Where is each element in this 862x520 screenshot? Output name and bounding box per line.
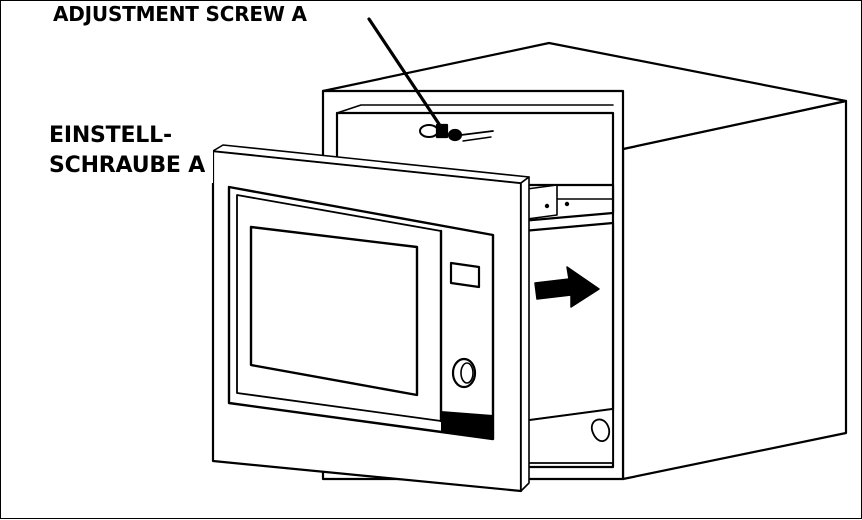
einstellschraube-label: EINSTELL- SCHRAUBE A	[49, 121, 214, 183]
base-foot	[590, 418, 611, 442]
screw-icon	[419, 123, 494, 142]
arrow-right-icon	[534, 266, 600, 308]
german-label-line-2: SCHRAUBE A	[49, 153, 206, 178]
microwave-body-side	[521, 221, 615, 423]
knob-icon	[451, 357, 477, 389]
control-display	[449, 261, 481, 289]
adjustment-screw-label: ADJUSTMENT SCREW A	[53, 2, 307, 26]
leader-line	[367, 17, 443, 129]
cabinet-side-panel	[621, 99, 848, 481]
german-label-line-1: EINSTELL-	[49, 123, 172, 148]
door-window	[249, 225, 419, 397]
rail-bracket	[526, 184, 558, 220]
